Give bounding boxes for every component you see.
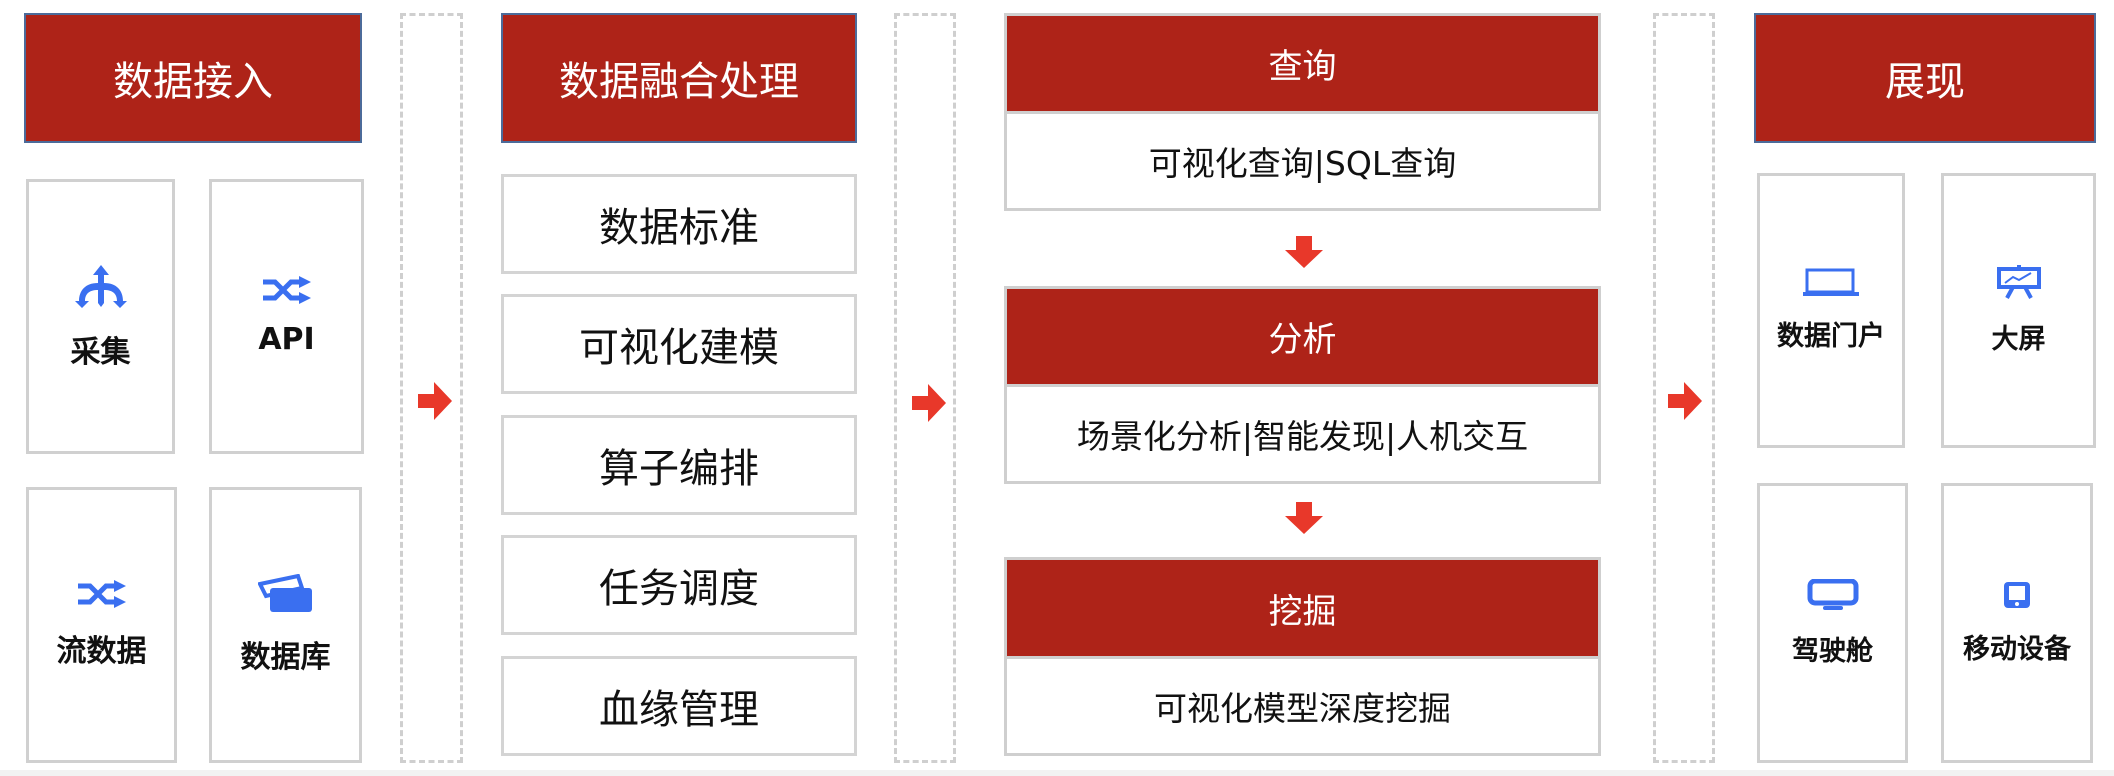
arrow-right-icon [418,382,452,420]
flow-connector [894,13,956,763]
card-database[interactable]: 数据库 [209,487,362,763]
stage-query-header: 查询 [1004,13,1601,111]
card-label: API [258,322,315,357]
card-collect[interactable]: 采集 [26,179,175,454]
presentation-board-icon [1996,265,2041,299]
process-item: 可视化建模 [501,294,857,394]
ingest-header: 数据接入 [24,13,362,143]
card-label: 数据库 [240,640,331,675]
process-item: 血缘管理 [501,656,857,756]
database-cards-icon [257,574,312,612]
arrow-down-icon [1285,502,1323,534]
card-label: 驾驶舱 [1792,635,1873,667]
card-api[interactable]: API [209,179,364,454]
card-cockpit[interactable]: 驾驶舱 [1757,483,1908,763]
arrow-right-icon [1668,382,1702,420]
arrow-down-icon [1285,236,1323,268]
shuffle-icon [77,580,126,608]
card-mobile[interactable]: 移动设备 [1941,483,2093,763]
stage-mining-header: 挖掘 [1004,557,1601,656]
shuffle-icon [262,276,311,304]
tablet-icon [2004,581,2030,608]
merge-arrows-icon [74,264,127,308]
bottom-divider [0,770,2114,776]
process-item: 数据标准 [501,174,857,274]
card-label: 采集 [70,334,131,370]
display-header: 展现 [1754,13,2096,143]
laptop-icon [1803,268,1859,296]
monitor-icon [1807,578,1858,610]
stage-analysis-header: 分析 [1004,286,1601,384]
card-label: 流数据 [56,634,147,669]
stage-mining-body: 可视化模型深度挖掘 [1004,656,1601,756]
process-item: 任务调度 [501,535,857,635]
process-item: 算子编排 [501,415,857,515]
card-stream[interactable]: 流数据 [26,487,177,763]
flow-connector [1653,13,1715,763]
card-label: 大屏 [1991,324,2046,355]
card-portal[interactable]: 数据门户 [1757,173,1905,448]
stage-analysis-body: 场景化分析|智能发现|人机交互 [1004,384,1601,484]
stage-query-body: 可视化查询|SQL查询 [1004,111,1601,211]
arrow-right-icon [912,384,946,422]
process-header: 数据融合处理 [501,13,857,143]
card-label: 移动设备 [1963,633,2071,665]
flow-connector [400,13,463,763]
card-label: 数据门户 [1777,321,1885,352]
card-big-screen[interactable]: 大屏 [1941,173,2096,448]
